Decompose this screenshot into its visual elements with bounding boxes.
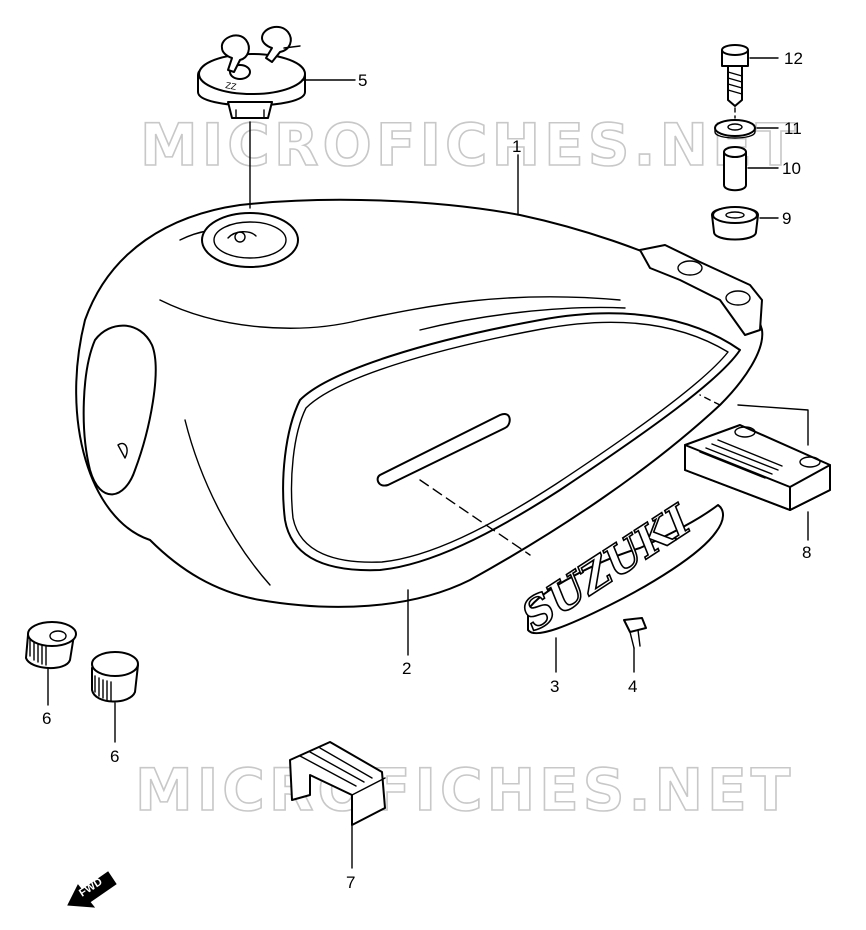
callout-5: 5: [358, 71, 367, 90]
callout-12: 12: [784, 49, 803, 68]
watermark-bottom: MICROFICHES.NET: [135, 756, 794, 824]
callout-3: 3: [550, 677, 559, 696]
grommet[interactable]: [711, 206, 759, 241]
callout-8: 8: [802, 543, 811, 562]
emblem-screw[interactable]: [623, 617, 647, 649]
callout-9: 9: [782, 209, 791, 228]
collar[interactable]: [723, 146, 747, 192]
svg-text:ZZ: ZZ: [225, 80, 238, 92]
centerline-8: [699, 394, 721, 406]
callout-4: 4: [628, 677, 637, 696]
callout-6b: 6: [110, 747, 119, 766]
rubber-cap[interactable]: [289, 741, 386, 826]
callout-11: 11: [784, 119, 802, 138]
callout-2: 2: [402, 659, 411, 678]
callout-7: 7: [346, 873, 355, 892]
leader-8-bracket: [737, 404, 809, 446]
callout-6a: 6: [42, 709, 51, 728]
bolt[interactable]: [721, 44, 749, 107]
rubber-knob-left[interactable]: [25, 621, 77, 669]
washer[interactable]: [714, 119, 756, 139]
fuel-tank[interactable]: [75, 198, 764, 608]
watermark-top: MICROFICHES.NET: [140, 111, 799, 179]
rubber-knob-right[interactable]: [91, 651, 139, 703]
fwd-arrow-icon: FWD: [67, 871, 117, 908]
fuel-cap[interactable]: ZZ: [197, 25, 306, 119]
rear-cushion[interactable]: [684, 424, 831, 511]
centerline-badge: [419, 479, 531, 556]
callout-1: 1: [512, 137, 521, 156]
callout-10: 10: [782, 159, 801, 178]
